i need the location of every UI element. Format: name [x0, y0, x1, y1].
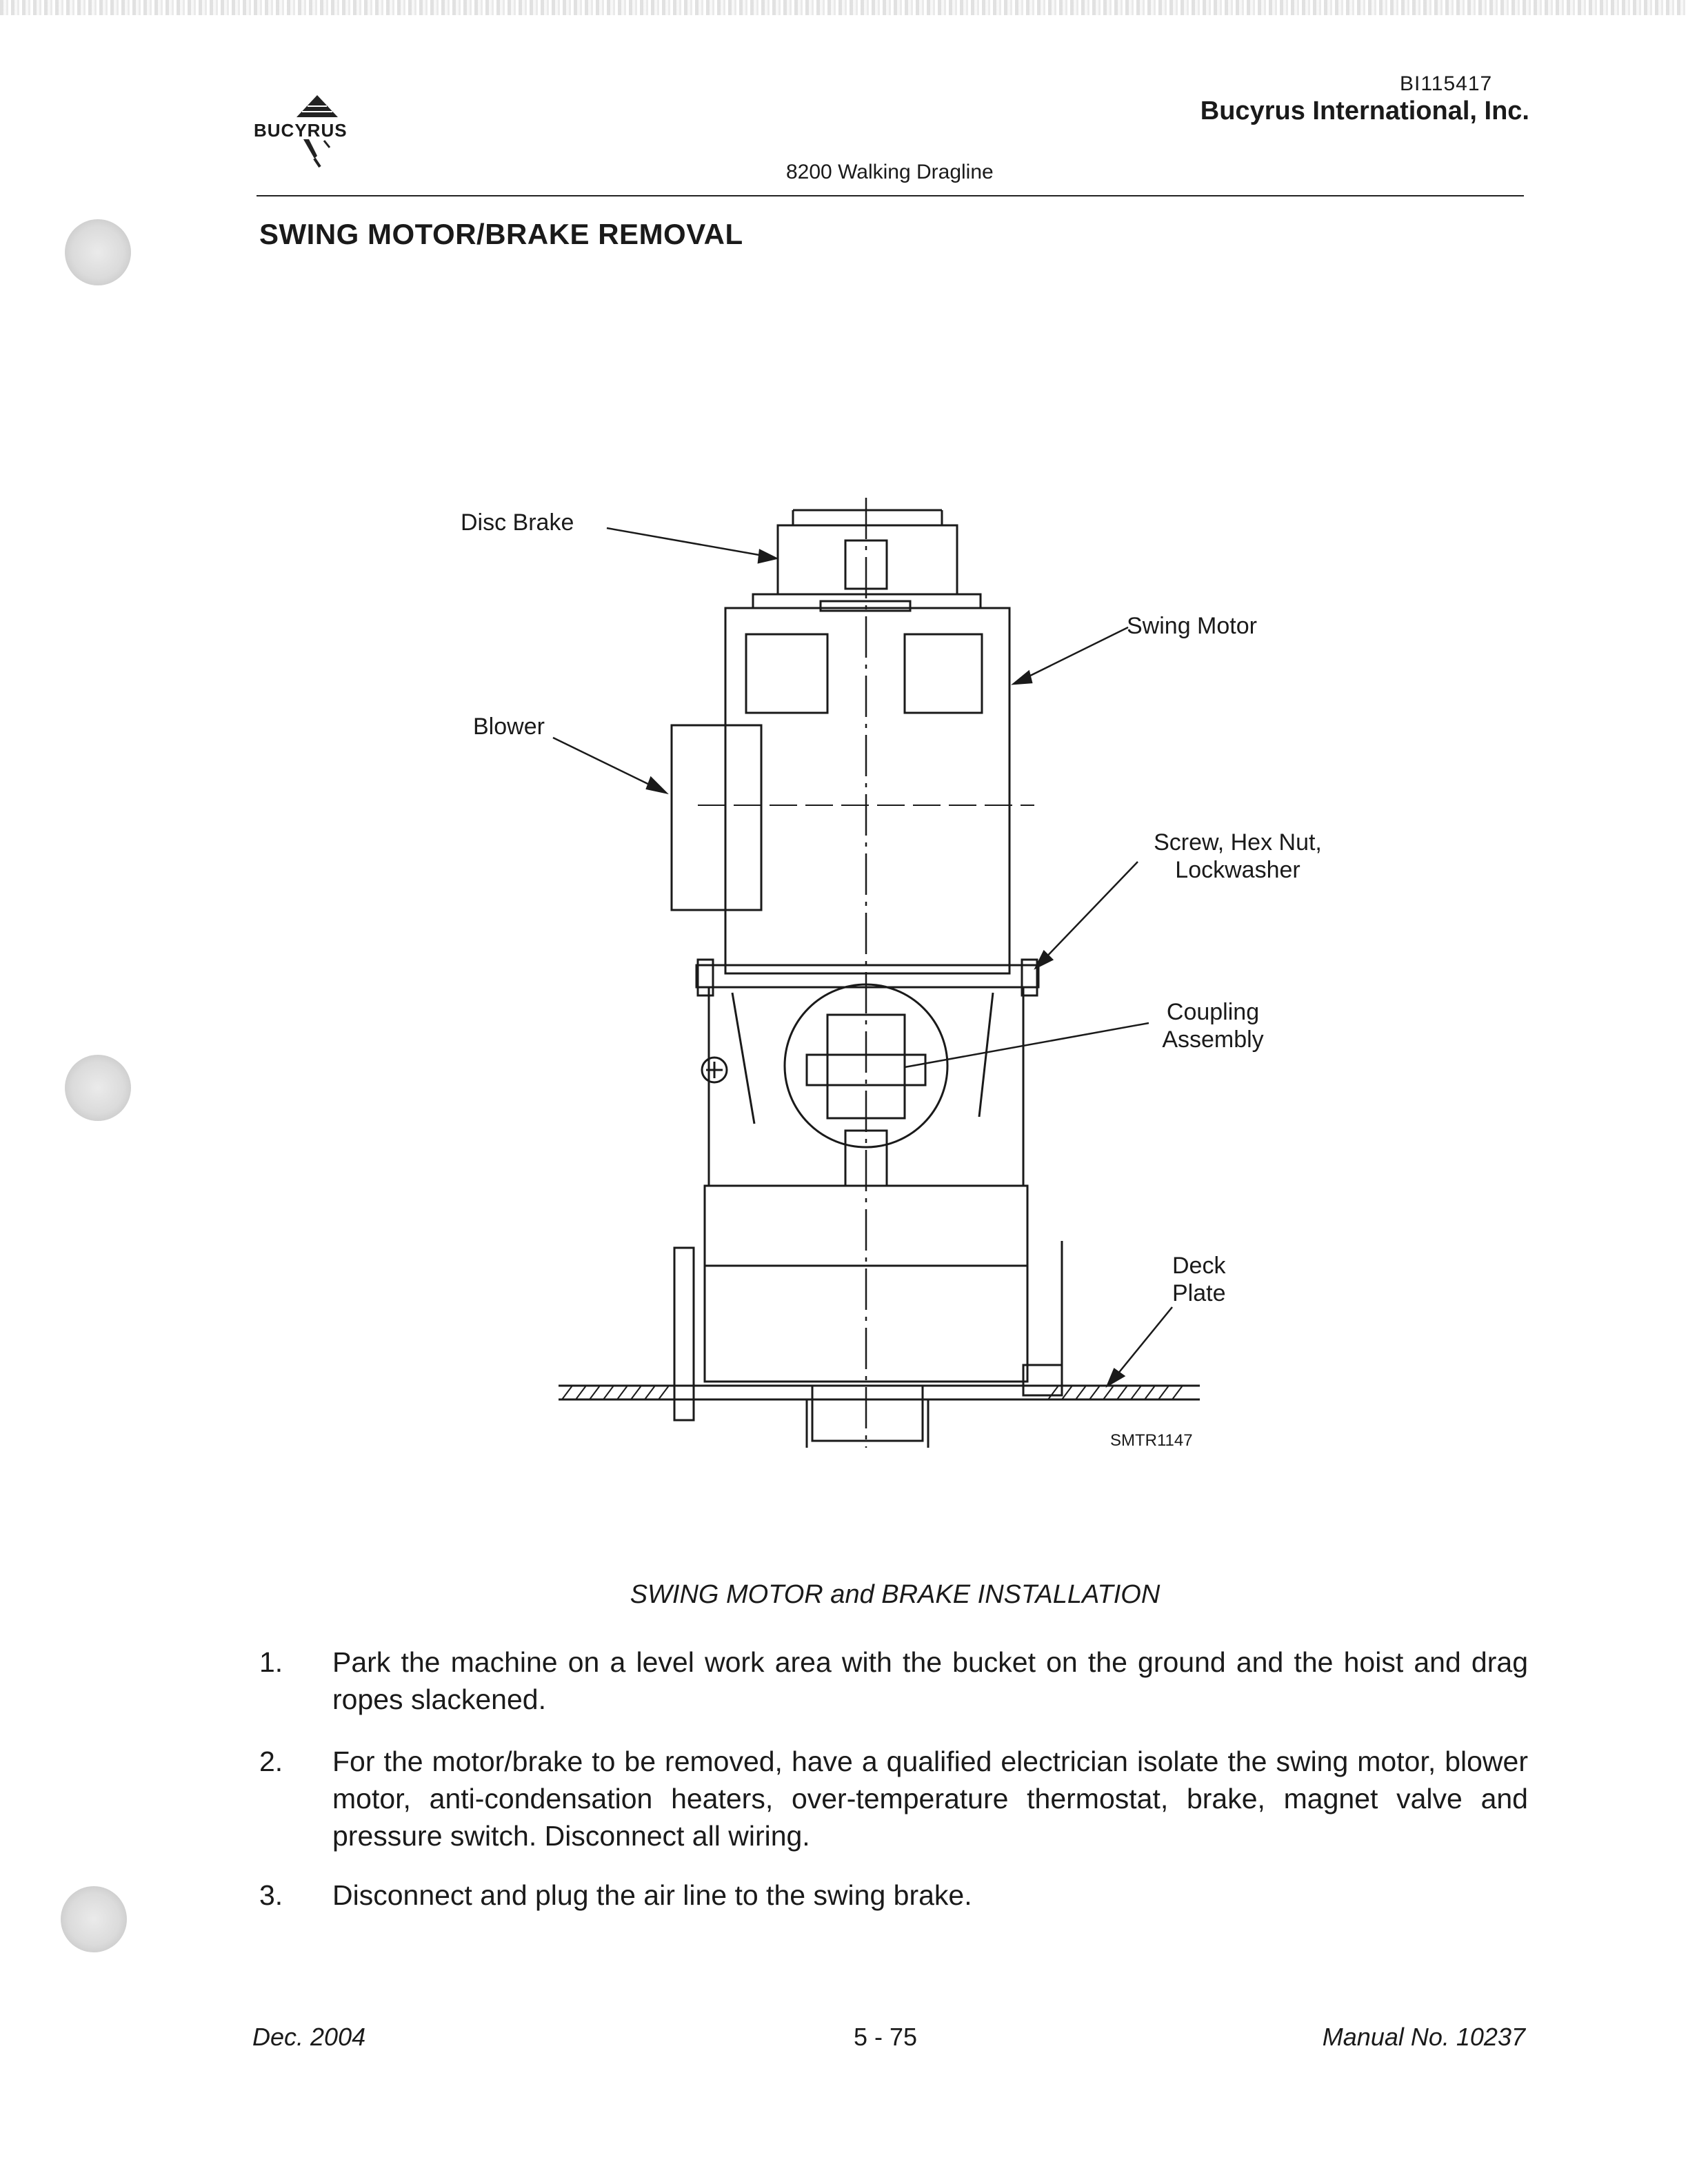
- callout-swing-motor: Swing Motor: [1127, 613, 1257, 639]
- bucyrus-logo-mark: [297, 95, 338, 168]
- callout-deck-line1: Deck: [1172, 1253, 1226, 1279]
- binder-hole-middle: [65, 1055, 131, 1121]
- arrow-swing-motor: [1011, 669, 1033, 685]
- callout-blower: Blower: [473, 714, 545, 740]
- leader-swing-motor: [1018, 626, 1129, 682]
- header-divider: [257, 195, 1524, 196]
- arrow-screw: [1034, 949, 1054, 970]
- callout-screw-line2: Lockwasher: [1175, 857, 1300, 883]
- callout-deck-line2: Plate: [1172, 1280, 1226, 1306]
- step-text: Park the machine on a level work area wi…: [332, 1646, 1528, 1715]
- arrow-deck-plate: [1105, 1368, 1126, 1388]
- company-name: Bucyrus International, Inc.: [1200, 97, 1529, 125]
- figure-caption: SWING MOTOR and BRAKE INSTALLATION: [630, 1580, 1160, 1609]
- callout-screw-line1: Screw, Hex Nut,: [1154, 829, 1322, 856]
- callout-screw-hex-nut: Screw, Hex Nut, Lockwasher: [1145, 829, 1331, 884]
- procedure-step: 1. Park the machine on a level work area…: [259, 1644, 1528, 1719]
- coupling-housing-shape: [701, 983, 1025, 1187]
- bucyrus-logo: BUCYRUS: [248, 90, 379, 172]
- footer-page-number: 5 - 75: [854, 2023, 918, 2051]
- deck-plate-hatching: [561, 1385, 1183, 1400]
- step-number: 1.: [259, 1646, 283, 1678]
- binder-hole-bottom: [61, 1886, 127, 1952]
- callout-disc-brake: Disc Brake: [461, 509, 574, 536]
- base-frame-shape: [673, 1184, 1063, 1448]
- deck-plate-shape: [559, 1384, 1200, 1401]
- swing-motor-drawing: [552, 498, 1200, 1448]
- leader-coupling: [904, 1022, 1149, 1069]
- leader-blower: [552, 736, 661, 791]
- step-number: 2.: [259, 1746, 283, 1777]
- callout-coupling-line1: Coupling: [1166, 999, 1260, 1025]
- scan-edge-artifact: [0, 0, 1688, 15]
- procedure-step: 2. For the motor/brake to be removed, ha…: [259, 1743, 1528, 1856]
- motor-flange-shape: [695, 958, 1040, 997]
- document-id: BI115417: [1400, 72, 1493, 95]
- machine-model: 8200 Walking Dragline: [786, 161, 994, 183]
- arrow-blower: [645, 776, 669, 795]
- callout-deck-plate: Deck Plate: [1172, 1252, 1226, 1307]
- step-text: For the motor/brake to be removed, have …: [332, 1746, 1528, 1852]
- callout-coupling-line2: Assembly: [1162, 1027, 1264, 1053]
- swing-motor-shape: [698, 607, 1034, 975]
- leader-disc-brake: [606, 527, 772, 558]
- blower-shape: [670, 724, 763, 911]
- step-text: Disconnect and plug the air line to the …: [332, 1879, 972, 1911]
- leader-deck-plate: [1111, 1306, 1173, 1382]
- footer-date: Dec. 2004: [252, 2023, 366, 2051]
- footer-manual-number: Manual No. 10237: [1322, 2023, 1525, 2051]
- logo-wordmark: BUCYRUS: [254, 120, 348, 141]
- drawing-code: SMTR1147: [1110, 1431, 1193, 1450]
- callout-coupling-assembly: Coupling Assembly: [1154, 998, 1272, 1053]
- step-number: 3.: [259, 1879, 283, 1911]
- binder-hole-top: [65, 219, 131, 285]
- leader-screw: [1039, 861, 1138, 964]
- section-title: SWING MOTOR/BRAKE REMOVAL: [259, 218, 743, 250]
- procedure-step: 3. Disconnect and plug the air line to t…: [259, 1877, 1528, 1915]
- arrow-disc-brake: [757, 549, 779, 564]
